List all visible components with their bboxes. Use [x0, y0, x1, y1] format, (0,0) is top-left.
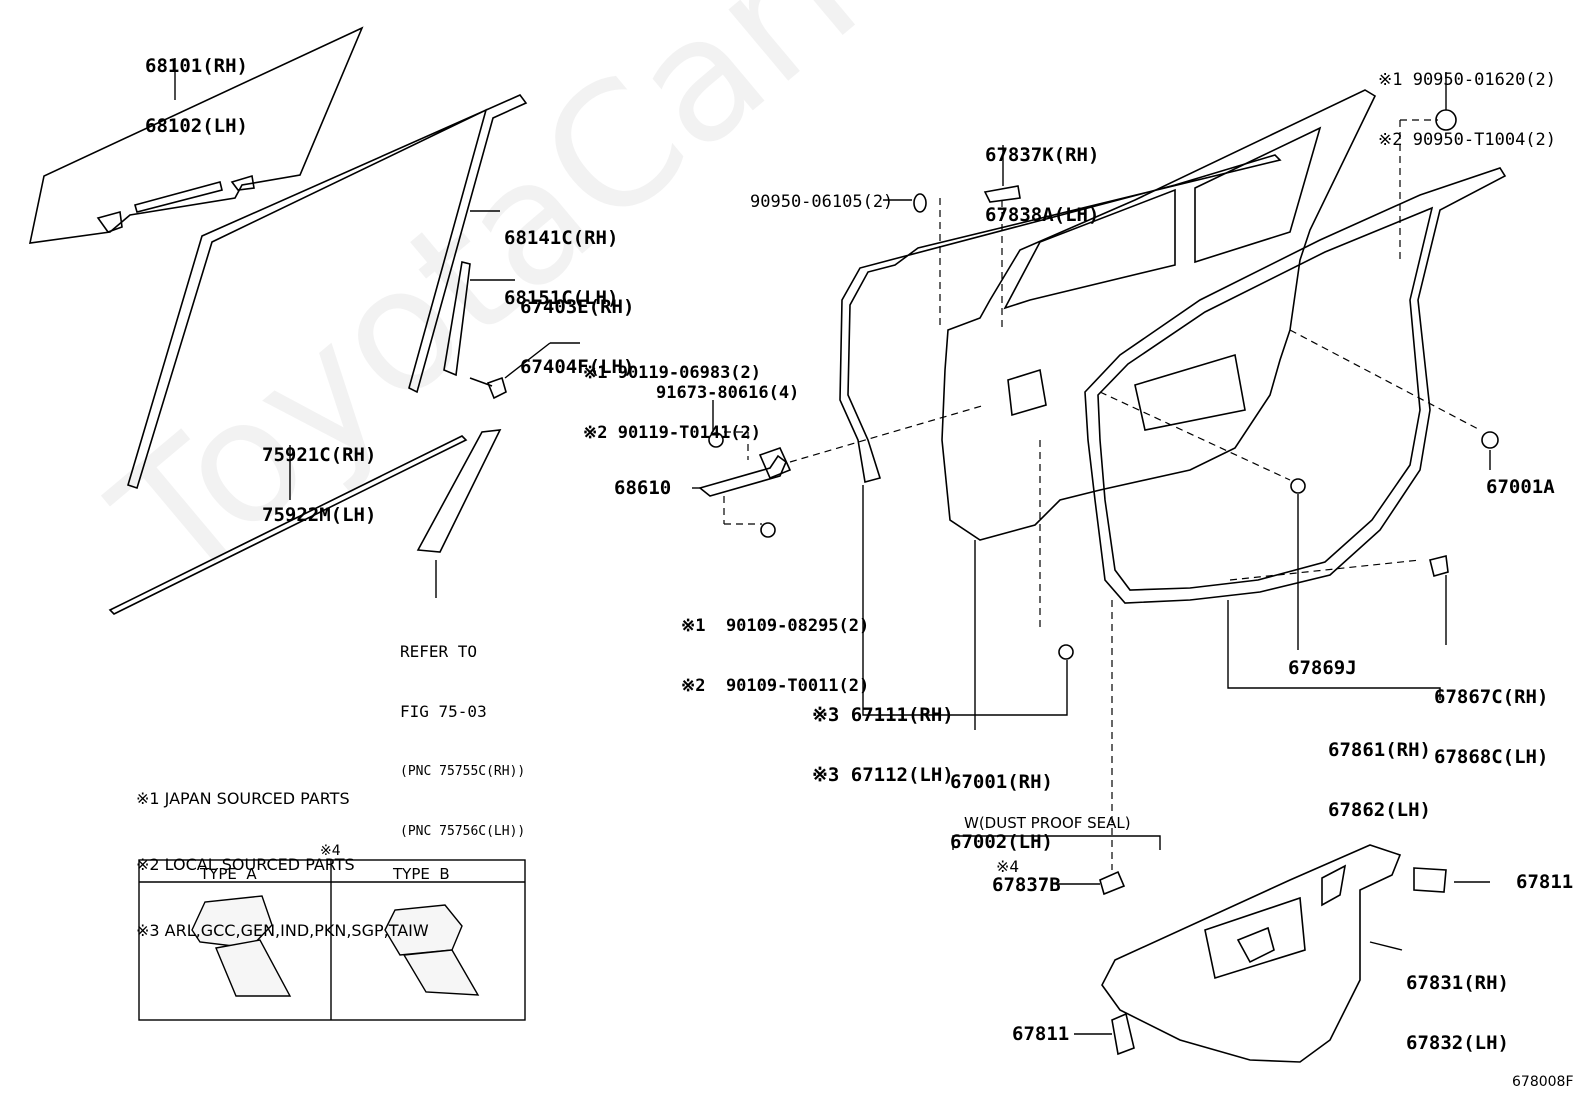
callout-line: ※1 90950-01620(2)	[1378, 70, 1557, 90]
callout-67111: ※3 67111(RH) ※3 67112(LH)	[812, 665, 954, 825]
callout-line: 67867C(RH)	[1434, 686, 1549, 708]
callout-line: 67002(LH)	[950, 831, 1053, 853]
callout-door-check: 68610	[614, 477, 672, 499]
callout-90950-06105: 90950-06105(2)	[750, 192, 894, 212]
door-check-bolts	[708, 432, 776, 538]
callout-line: 67001(RH)	[950, 771, 1053, 793]
callout-67837b-mark: ※4	[996, 857, 1020, 876]
note-line: ※2 LOCAL SOURCED PARTS	[136, 855, 355, 874]
drawing-id: 678008F	[1512, 1074, 1574, 1090]
callout-line: 68101(RH)	[145, 55, 248, 77]
notes-legend: ※1 JAPAN SOURCED PARTS ※2 LOCAL SOURCED …	[136, 744, 429, 986]
callout-91673: 91673-80616(4)	[656, 383, 800, 403]
door-weatherstrip	[1084, 167, 1507, 604]
callout-67867c: 67867C(RH) 67868C(LH)	[1434, 647, 1548, 807]
window-glass	[28, 26, 364, 244]
belt-moulding	[108, 435, 468, 615]
callout-67837b: 67837B	[992, 874, 1061, 896]
window-frame-garnish	[416, 429, 502, 553]
division-bar	[443, 261, 471, 377]
callout-window-glass: 68101(RH) 68102(LH)	[145, 16, 248, 176]
callout-line: ※3 67111(RH)	[812, 704, 954, 726]
callout-67001a: 67001A	[1486, 476, 1555, 498]
callout-refer-fig: REFER TO FIG 75-03 (PNC 75755C(RH)) (PNC…	[400, 602, 525, 882]
door-check	[698, 447, 792, 497]
callout-line: 68102(LH)	[145, 115, 248, 137]
installation-lines	[723, 119, 1481, 870]
callout-line: 67861(RH)	[1328, 739, 1431, 761]
callout-line: 68151C(LH)	[504, 287, 619, 309]
note-line: ※1 JAPAN SOURCED PARTS	[136, 789, 350, 808]
callout-67869j: 67869J	[1288, 657, 1357, 679]
callout-belt-moulding: 75921C(RH) 75922M(LH)	[262, 405, 376, 565]
callout-67837k: 67837K(RH) 67838A(LH)	[985, 105, 1099, 265]
callout-bolt-90119: ※1 90119-06983(2) ※2 90119-T0141(2)	[583, 323, 761, 483]
callout-door-panel: 67001(RH) 67002(LH)	[950, 732, 1053, 892]
callout-line: 67837K(RH)	[985, 144, 1100, 166]
callout-line: 75921C(RH)	[262, 444, 377, 466]
dust-proof-seal	[1099, 870, 1126, 896]
callout-service-hole-cover: 67831(RH) 67832(LH)	[1406, 933, 1509, 1093]
callout-line: 67868C(LH)	[1434, 746, 1549, 768]
callout-line: FIG 75-03	[400, 702, 487, 721]
callout-weatherstrip: 67861(RH) 67862(LH)	[1328, 700, 1431, 860]
sound-pads	[1111, 867, 1447, 1056]
bolt-90119	[469, 376, 507, 400]
glass-run-channel	[127, 94, 528, 490]
door-inner-panel	[941, 89, 1377, 541]
callout-line: 67403E(RH)	[520, 296, 635, 318]
leader-lines	[174, 58, 1491, 1035]
callout-dust-proof-seal: W(DUST PROOF SEAL)	[964, 814, 1131, 832]
callout-line: REFER TO	[400, 642, 478, 661]
callout-line: ※3 67112(LH)	[812, 764, 954, 786]
callout-line: ※1 90109-08295(2)	[681, 616, 870, 636]
callout-line: 67838A(LH)	[985, 204, 1100, 226]
note-line: ※3 ARL,GCC,GEN,IND,PKN,SGP,TAIW	[136, 921, 429, 940]
type-b-label: TYPE B	[393, 865, 450, 883]
callout-line: ※2 90950-T1004(2)	[1378, 130, 1557, 150]
type-table-mark: ※4	[320, 843, 341, 859]
callout-line: (PNC 75755C(RH))	[400, 764, 526, 779]
callout-line: ※1 90119-06983(2)	[583, 363, 762, 383]
callout-run-channel: 68141C(RH) 68151C(LH)	[504, 188, 618, 348]
service-hole-cover	[1101, 844, 1402, 1063]
callout-line: 67832(LH)	[1406, 1032, 1509, 1054]
callout-line: 67404F(LH)	[520, 356, 635, 378]
callout-line: 67831(RH)	[1406, 972, 1509, 994]
callout-line: 68141C(RH)	[504, 227, 619, 249]
callout-line: ※2 90109-T0011(2)	[681, 676, 870, 696]
callout-67811-bottom: 67811	[1012, 1023, 1070, 1045]
type-a-label: TYPE A	[200, 865, 257, 883]
callout-67811-top: 67811	[1516, 871, 1574, 893]
callout-line: 67862(LH)	[1328, 799, 1431, 821]
callout-90950-top: ※1 90950-01620(2) ※2 90950-T1004(2)	[1378, 30, 1556, 190]
callout-bolt-90109: ※1 90109-08295(2) ※2 90109-T0011(2)	[681, 576, 869, 736]
door-outer-panel	[839, 154, 1282, 483]
type-table	[138, 859, 526, 1021]
callout-division-bar: 67403E(RH) 67404F(LH)	[520, 257, 634, 417]
callout-line: 75922M(LH)	[262, 504, 377, 526]
callout-line: (PNC 75756C(LH))	[400, 824, 526, 839]
callout-line: ※2 90119-T0141(2)	[583, 423, 762, 443]
